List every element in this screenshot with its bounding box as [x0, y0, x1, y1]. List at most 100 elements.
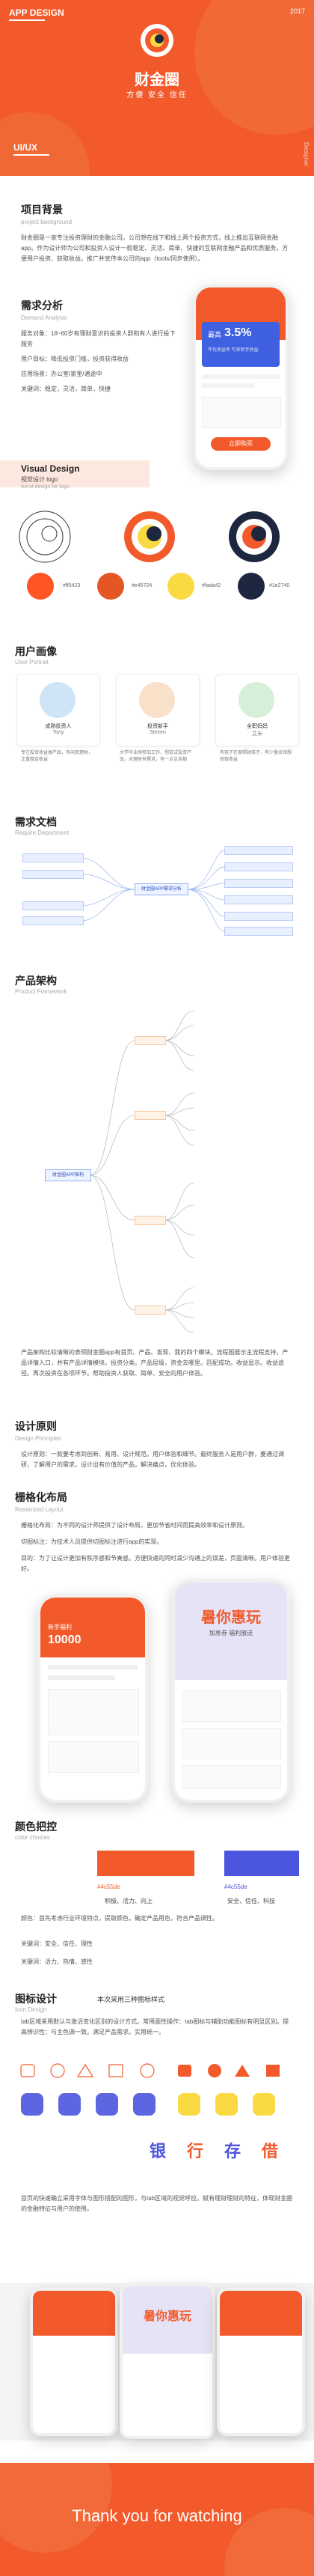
- icons-text: tab区域采用默认与激活变化区别的设计方式。常用面性操作：tab图标与辅助功能图…: [21, 2018, 289, 2035]
- product-card: [182, 1765, 281, 1789]
- mindmap-node: [224, 862, 293, 871]
- avatar: [238, 682, 274, 718]
- color-swatch: [167, 573, 194, 600]
- demand-row: 关键词：稳定，灵活，简单，快捷: [21, 386, 111, 392]
- big-icon-glyph: 行: [187, 2142, 204, 2161]
- persona-desc: 有孩子在家照顾孩子，有少量余钱想获取收益: [220, 751, 292, 762]
- hero-divider: [13, 154, 49, 156]
- section-subtitle: color choices: [15, 1834, 50, 1841]
- placeholder-line: [48, 1665, 138, 1669]
- mindmap-node: [22, 853, 84, 862]
- persona-card: 投资新手 Steven: [116, 674, 200, 746]
- section-subtitle: Require Department: [15, 829, 70, 836]
- persona-role: 全职妈妈: [247, 724, 268, 729]
- demand-row: 应用场景：办公室/家里/通途中: [21, 371, 102, 377]
- color-hex: #4c55de: [97, 1884, 120, 1890]
- mindmap-node: [22, 916, 84, 925]
- section-text: 目的：为了让设计更加有秩序感和节奏感。方便快速的同时减少沟通上的误差，页面清晰。…: [21, 1555, 290, 1572]
- logo-color-icon: [124, 511, 175, 562]
- mindmap-node: [224, 912, 293, 921]
- principles-section: 设计原则 Design Principles 设计原则：一款要考虑到创新、易用、…: [0, 1419, 314, 1470]
- logo-outline-icon: [19, 511, 71, 563]
- hero-tag: APP DESIGN: [9, 7, 64, 18]
- section-text: 设计原则：一款要考虑到创新、易用、设计规范。用户体验和细节。最终服务人是用户群，…: [21, 1451, 284, 1468]
- phone-mockup-small: 暑你惠玩: [120, 2283, 215, 2439]
- phone-header: [33, 2291, 115, 2336]
- section-title: 产品架构: [15, 975, 57, 987]
- phone-amount: 10000: [48, 1633, 81, 1646]
- mindmap-node: [224, 846, 293, 855]
- buy-button[interactable]: 立即购买: [211, 437, 271, 451]
- placeholder-line: [48, 1675, 115, 1680]
- persona-name: Tony: [52, 730, 64, 735]
- persona-desc: 专注投资收益类产品，有闲资理财，注重稳定收益: [21, 751, 93, 762]
- phone-mockup-home: 最高 3.5% 年化收益率 可享新手收益 立即购买: [193, 284, 289, 470]
- section-subtitle: Product Framework: [15, 988, 67, 995]
- promo-banner: 暑你惠玩: [123, 2286, 212, 2354]
- phone-mockup-small: [217, 2288, 305, 2436]
- hero-side-text: Designer: [303, 142, 310, 167]
- homepage-text: 首页的快速确立采用字体与图形搭配的图形，与tab区域的视觉呼应。赋有理财理财的特…: [21, 2195, 293, 2212]
- mindmap-node: [135, 1036, 166, 1045]
- phone-header: 新手福利 10000: [40, 1598, 145, 1657]
- hero-year: 2017: [289, 7, 305, 15]
- promo-banner: 暑你惠玩 加息券 福利放送: [175, 1583, 287, 1680]
- icons-section: 图标设计 Icon Design 本次采用三种图标样式 tab区域采用默认与激活…: [0, 1991, 314, 2231]
- color-hex: #4c55de: [224, 1884, 247, 1890]
- persona-card: 成熟投资人 Tony: [16, 674, 100, 746]
- swatch-label: #1e2740: [269, 583, 290, 588]
- color-words: 积极、活力、向上: [105, 1898, 153, 1904]
- hero-section-label: UI/UX: [13, 142, 38, 153]
- requirement-mindmap: [81, 850, 225, 932]
- section-text: 财金圈是一家专注投资理财的金融公司。公司想在线下和线上两个投资方式，线上推出互联…: [21, 234, 289, 262]
- product-card: [48, 1689, 139, 1735]
- hero-banner: APP DESIGN 2017 财金圈 方便 安全 信任 UI/UX Desig…: [0, 0, 314, 176]
- mindmap-node: [22, 901, 84, 910]
- section-subtitle: Icon Design: [15, 2006, 47, 2013]
- mindmap-center: 财金圈APP架构: [45, 1169, 91, 1181]
- mindmap-node: [224, 879, 293, 888]
- color-swatch: [27, 573, 54, 600]
- swatch-label: #fada42: [202, 583, 221, 588]
- placeholder-line: [202, 383, 254, 388]
- color-block-blue: [224, 1851, 299, 1876]
- section-title: 需求文档: [15, 816, 57, 828]
- section-subtitle: User Portrait: [15, 659, 49, 666]
- architecture-section: 产品架构 Product Framework 财金圈APP架构 产品架构比较清晰…: [0, 973, 314, 1415]
- section-title: 栅格化布局: [15, 1491, 67, 1503]
- section-subtitle: Demand Analysis: [21, 314, 67, 321]
- visual-design-section: Visual Design 视觉设计 logo Art of design fo…: [0, 460, 314, 603]
- demand-row: 服务对象：18~60岁有理财意识的投资人群和有人进行投下服务: [21, 330, 176, 347]
- section-title: 项目背景: [21, 204, 63, 216]
- icon-grid: [20, 2063, 280, 2116]
- colors-section: 颜色把控 color choices #4c55de #4c55de 积极、活力…: [0, 1819, 314, 1999]
- persona-name: Steven: [150, 730, 166, 735]
- persona-card: 全职妈妈 艾米: [215, 674, 299, 746]
- section-text: 切图标注：为技术人员提供切图标注进行app的实现。: [21, 1538, 163, 1545]
- visual-sub2: Art of design for logo: [21, 484, 70, 490]
- persona-role: 投资新手: [147, 724, 168, 729]
- architecture-mindmap: [89, 1010, 195, 1333]
- hero-divider: [9, 19, 45, 21]
- section-text: 栅格化布局：为不同的设计师提供了设计布局，更加节省时间而提高效率和设计原则。: [21, 1522, 248, 1529]
- section-title: 图标设计: [15, 1993, 57, 2005]
- color-text: 关键词：活力、热情、感性: [21, 1958, 93, 1965]
- mindmap-center: 财金圈APP需求分析: [135, 883, 188, 895]
- color-block-orange: [97, 1851, 194, 1876]
- color-text: 关键词：安全、信任、理性: [21, 1940, 93, 1947]
- visual-title-band: [0, 460, 150, 487]
- swatch-label: #e45724: [132, 583, 153, 588]
- phone-mockup-small: [30, 2288, 118, 2436]
- mindmap-node: [135, 1216, 166, 1225]
- phone-mockup-grid: 新手福利 10000: [37, 1595, 148, 1803]
- demand-row: 用户目标：降低投资门槛，投资获得收益: [21, 356, 129, 362]
- user-portrait-section: 用户画像 User Portrait 成熟投资人 Tony 投资新手 Steve…: [0, 644, 314, 779]
- section-title: 需求分析: [21, 299, 63, 311]
- promo-rate: 3.5%: [224, 326, 252, 339]
- section-title: 颜色把控: [15, 1821, 57, 1833]
- logo-icon: [141, 24, 173, 57]
- mindmap-node: [135, 1111, 166, 1120]
- promo-rate-label: 最高: [208, 331, 222, 338]
- visual-sub1: 视觉设计 logo: [21, 476, 58, 483]
- promo-card: 最高 3.5% 年化收益率 可享新手收益: [202, 322, 280, 367]
